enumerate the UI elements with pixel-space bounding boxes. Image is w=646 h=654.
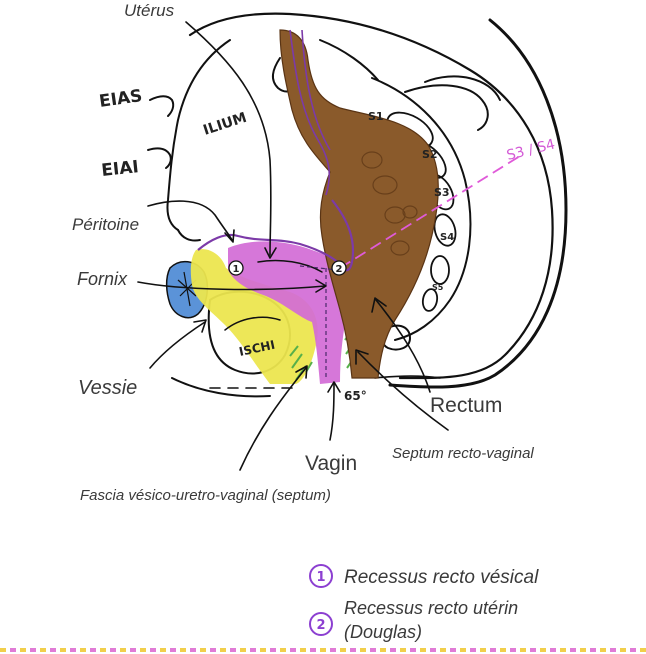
legend-item-2: 2 Recessus recto utérin (Douglas) [309, 598, 518, 642]
legend-item-2-text-line2: (Douglas) [344, 622, 422, 642]
label-vagin: Vagin [305, 452, 357, 475]
rectum [279, 29, 439, 379]
label-fornix: Fornix [77, 269, 128, 289]
label-s4: S4 [440, 232, 454, 243]
bottom-dashed-border [0, 648, 646, 652]
legend: 1 Recessus recto vésical 2 Recessus rect… [309, 564, 539, 642]
marker-1-on-diagram: 1 [228, 260, 244, 276]
label-vessie: Vessie [78, 377, 137, 399]
label-s1: S1 [368, 110, 384, 123]
legend-item-1: 1 Recessus recto vésical [309, 564, 539, 588]
marker-2-text: 2 [336, 264, 343, 275]
label-septum-rv: Septum recto-vaginal [392, 445, 534, 462]
bladder [190, 249, 318, 384]
label-eias: EIAS [98, 86, 144, 112]
legend-item-2-number: 2 [316, 618, 325, 633]
label-s3: S3 [434, 186, 450, 199]
label-s2: S2 [422, 148, 438, 161]
label-rectum: Rectum [430, 394, 502, 417]
label-peritoine: Péritoine [72, 215, 139, 234]
label-s5: S5 [432, 283, 444, 292]
legend-item-1-number: 1 [316, 570, 325, 585]
label-uterus: Utérus [124, 1, 175, 20]
marker-2-on-diagram: 2 [331, 260, 347, 276]
legend-item-1-text: Recessus recto vésical [344, 567, 539, 588]
rectum-contours [361, 151, 418, 256]
label-s3-s4: S3 / S4 [505, 136, 557, 163]
peritoneum-line [197, 199, 355, 272]
legend-item-2-text-line1: Recessus recto utérin [344, 598, 518, 618]
uterus-vagina [228, 241, 351, 384]
label-eiai: EIAI [100, 157, 139, 181]
label-ilium: ILIUM [201, 110, 248, 139]
label-angle: 65° [344, 389, 367, 403]
leader-lines [137, 21, 449, 471]
label-fascia: Fascia vésico-uretro-vaginal (septum) [80, 487, 331, 504]
marker-1-text: 1 [233, 264, 240, 275]
